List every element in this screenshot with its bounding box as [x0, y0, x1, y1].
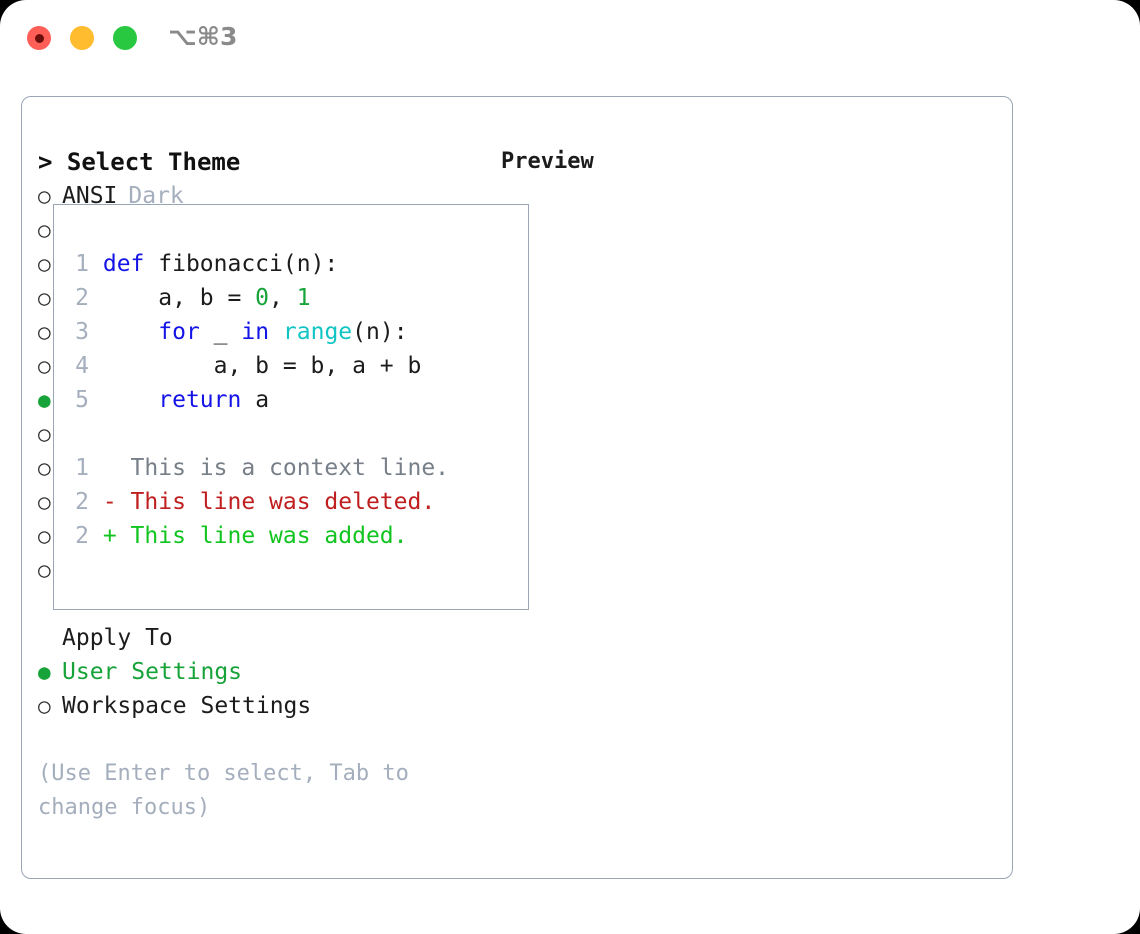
- radio-unselected-icon: ○: [38, 218, 51, 242]
- apply-to-heading: Apply To: [62, 625, 173, 651]
- diff-line-add: 2 + This line was added.: [71, 519, 520, 553]
- diff-line-text: + This line was added.: [89, 523, 408, 549]
- apply-to-option-workspace-settings[interactable]: ○ Workspace Settings: [38, 689, 488, 723]
- radio-unselected-icon: ○: [38, 354, 51, 378]
- radio-unselected-icon: ○: [38, 184, 51, 208]
- line-number: 5: [75, 387, 89, 413]
- code-line: 1 def fibonacci(n):: [71, 247, 520, 281]
- code-line: 2 a, b = 0, 1: [71, 281, 520, 315]
- code-line: 5 return a: [71, 383, 520, 417]
- diff-line-ctx: 1 This is a context line.: [71, 451, 520, 485]
- code-token: [269, 319, 283, 345]
- code-token: a, b = b, a + b: [89, 353, 422, 379]
- preview-title: Preview: [501, 149, 594, 174]
- line-number: 2: [75, 285, 89, 311]
- minimize-window-icon[interactable]: [70, 26, 94, 50]
- code-token: fibonacci(n):: [144, 251, 339, 277]
- code-token: range: [282, 319, 353, 345]
- code-token: 0: [255, 285, 270, 311]
- radio-unselected-icon: ○: [38, 694, 51, 718]
- radio-unselected-icon: ○: [38, 456, 51, 480]
- keyboard-hint-text: (Use Enter to select, Tab to change focu…: [38, 761, 423, 820]
- apply-to-option-label: User Settings: [62, 659, 243, 685]
- page-title: > Select Theme: [38, 148, 241, 176]
- radio-unselected-icon: ○: [38, 558, 51, 582]
- code-token: 1: [296, 285, 311, 311]
- code-token: [89, 251, 103, 277]
- line-number: 3: [75, 319, 89, 345]
- code-line: 4 a, b = b, a + b: [71, 349, 520, 383]
- code-token: in: [241, 319, 270, 345]
- code-token: ,: [269, 285, 297, 311]
- radio-unselected-icon: ○: [38, 490, 51, 514]
- code-token: (n):: [352, 319, 408, 345]
- line-number: 2: [75, 523, 89, 549]
- line-number: 2: [75, 489, 89, 515]
- title-bar: ⌥⌘3: [0, 0, 1140, 78]
- code-blank-line: [71, 417, 520, 451]
- radio-selected-icon: ●: [38, 660, 51, 684]
- line-number: 4: [75, 353, 89, 379]
- code-token: [89, 387, 158, 413]
- radio-unselected-icon: ○: [38, 320, 51, 344]
- maximize-window-icon[interactable]: [113, 26, 137, 50]
- code-token: def: [102, 251, 145, 277]
- code-token: _: [199, 319, 242, 345]
- keyboard-shortcut-label: ⌥⌘3: [168, 22, 238, 51]
- code-line: 3 for _ in range(n):: [71, 315, 520, 349]
- radio-selected-icon: ●: [38, 388, 51, 412]
- radio-unselected-icon: ○: [38, 252, 51, 276]
- diff-sample: 1 This is a context line.2 - This line w…: [71, 451, 520, 553]
- window-controls: [27, 26, 137, 50]
- code-token: a, b =: [89, 285, 256, 311]
- line-number: 1: [75, 251, 89, 277]
- code-token: for: [158, 319, 200, 345]
- code-token: [89, 319, 158, 345]
- code-token: a: [241, 387, 270, 413]
- diff-line-text: - This line was deleted.: [89, 489, 436, 515]
- line-number: 1: [75, 455, 89, 481]
- radio-unselected-icon: ○: [38, 524, 51, 548]
- radio-unselected-icon: ○: [38, 422, 51, 446]
- apply-to-option-label: Workspace Settings: [62, 693, 312, 719]
- diff-line-text: This is a context line.: [89, 455, 450, 481]
- preview-column: Preview: [501, 145, 1001, 179]
- close-window-icon[interactable]: [27, 26, 51, 50]
- apply-to-option-user-settings[interactable]: ● User Settings: [38, 655, 488, 689]
- apply-to-option-list: ● User Settings ○ Workspace Settings: [38, 655, 488, 723]
- diff-line-del: 2 - This line was deleted.: [71, 485, 520, 519]
- code-token: return: [158, 387, 242, 413]
- radio-unselected-icon: ○: [38, 286, 51, 310]
